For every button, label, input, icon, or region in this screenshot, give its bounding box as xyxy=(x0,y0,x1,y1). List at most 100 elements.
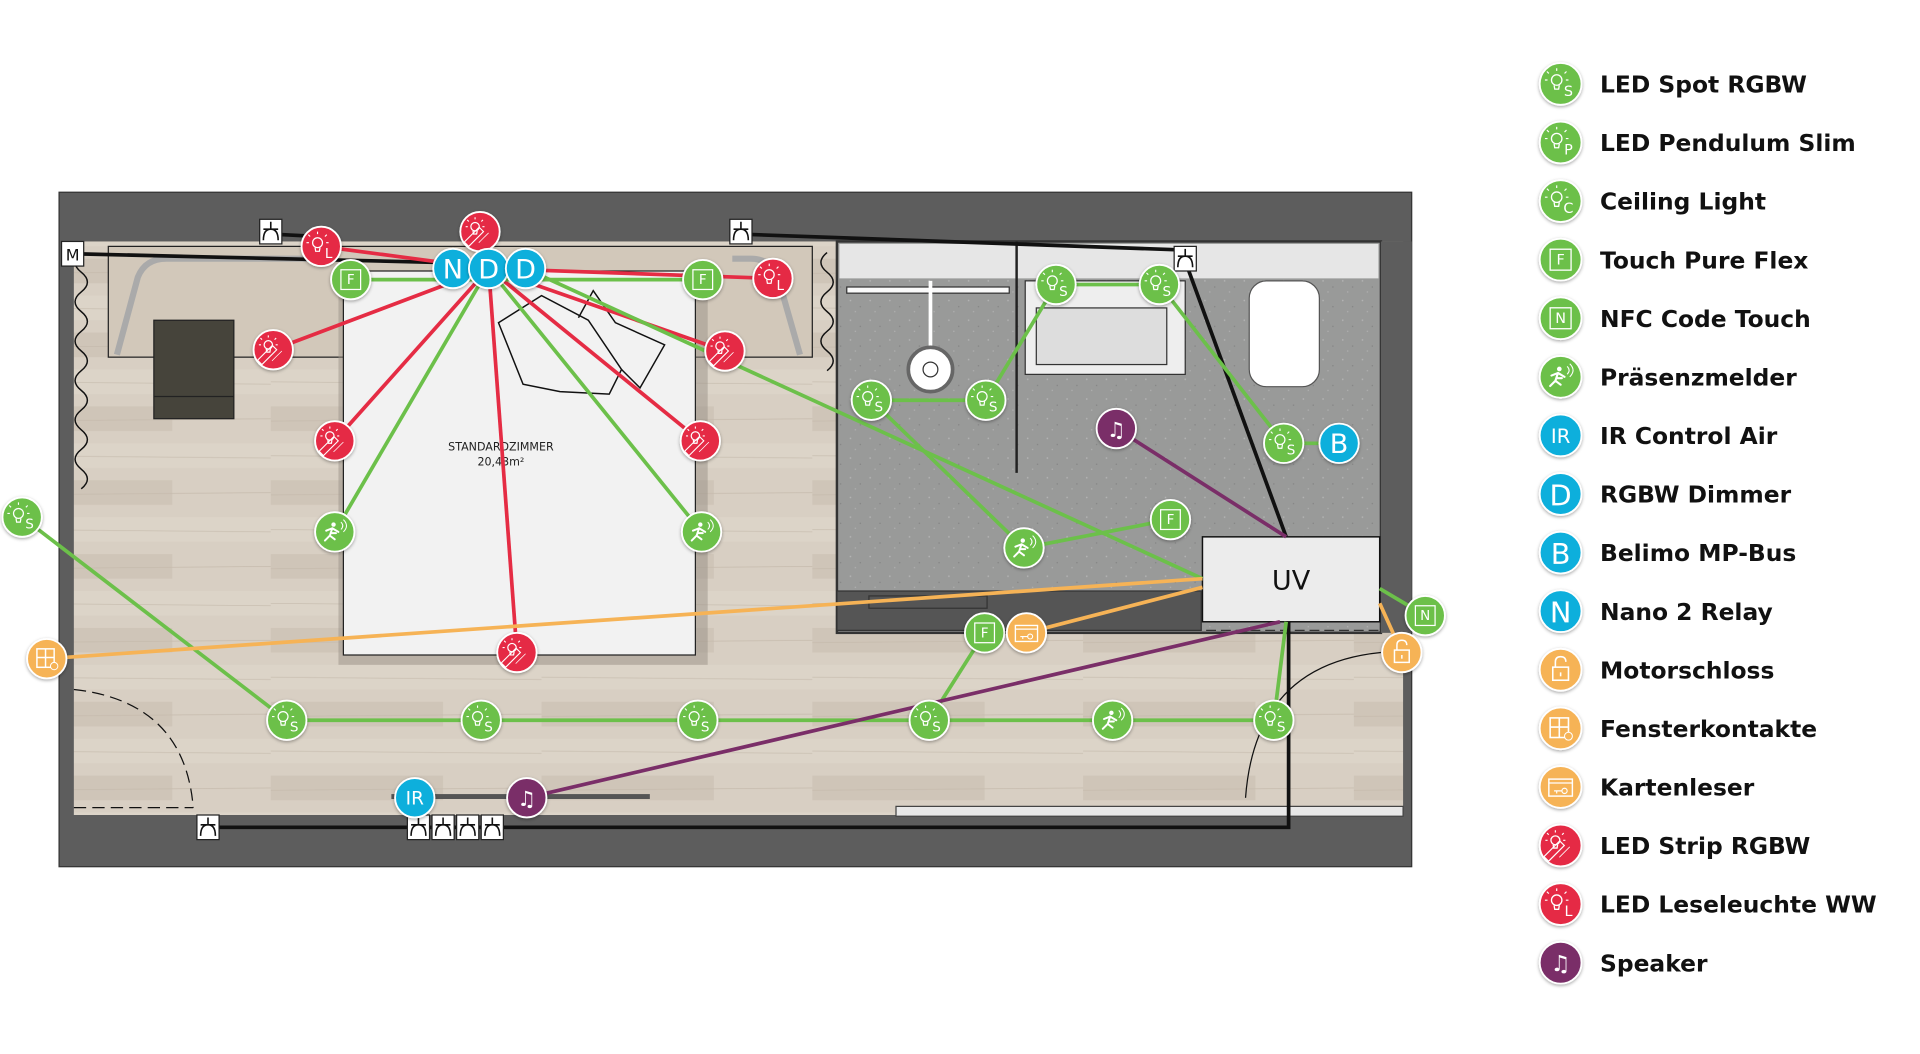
device-strip[interactable] xyxy=(496,631,538,674)
bulb-icon: S xyxy=(272,705,298,736)
distribution-box xyxy=(1201,536,1381,623)
device-marker-label: N xyxy=(443,254,463,285)
card-reader-icon xyxy=(1014,624,1039,643)
legend-item-lock: Motorschloss xyxy=(1538,647,1774,692)
device-marker-label: N xyxy=(1550,595,1572,629)
legend-label: IR Control Air xyxy=(1600,422,1778,450)
wire-green xyxy=(1157,283,1286,445)
device-strip[interactable] xyxy=(679,420,721,462)
legend-item-window: Fensterkontakte xyxy=(1538,706,1817,751)
presence-sensor-icon xyxy=(323,519,347,542)
device-spot[interactable]: S xyxy=(1138,263,1180,306)
device-strip[interactable] xyxy=(252,329,294,371)
device-marker-label: L xyxy=(777,278,785,294)
legend-marker-lese: L xyxy=(1538,882,1583,926)
device-marker-label: S xyxy=(701,720,710,736)
device-marker-label: F xyxy=(1167,512,1175,528)
bulb-icon: S xyxy=(7,502,34,533)
device-marker-label: F xyxy=(699,272,707,288)
bulb-icon: S xyxy=(1144,269,1171,300)
ceiling-lamp-icon xyxy=(196,814,220,841)
device-marker-label: IR xyxy=(406,789,424,810)
device-marker-label: ♫ xyxy=(1551,951,1571,977)
bulb-icon: S xyxy=(466,705,493,736)
ceiling-lamp-icon xyxy=(480,814,504,841)
legend-label: LED Pendulum Slim xyxy=(1600,129,1856,157)
device-spot[interactable]: S xyxy=(1,496,43,538)
touch-panel-icon: F xyxy=(1160,509,1181,531)
text-icon: D xyxy=(478,254,499,285)
device-flex[interactable]: F xyxy=(1149,499,1192,541)
device-spot[interactable]: S xyxy=(1035,263,1077,306)
device-marker-label: L xyxy=(1564,904,1572,920)
device-lock[interactable] xyxy=(1381,631,1423,674)
bulb-icon: S xyxy=(1268,428,1296,459)
bed xyxy=(342,270,696,656)
device-speaker[interactable]: ♫ xyxy=(506,777,548,819)
legend-item-lese: L LED Leseleuchte WW xyxy=(1538,882,1877,926)
device-nfc[interactable]: N xyxy=(1404,595,1446,637)
device-flex[interactable]: F xyxy=(682,259,724,301)
device-marker-label: S xyxy=(1162,284,1171,300)
device-presence[interactable] xyxy=(680,511,723,553)
lock-icon xyxy=(1551,655,1570,682)
led-strip-icon xyxy=(500,638,526,669)
device-dimmer[interactable]: D xyxy=(468,247,510,290)
device-lese[interactable]: L xyxy=(752,257,794,300)
legend-label: Fensterkontakte xyxy=(1600,715,1817,743)
legend-label: Präsenzmelder xyxy=(1600,363,1797,391)
device-spot[interactable]: S xyxy=(266,699,308,741)
device-relay[interactable]: N xyxy=(432,247,474,290)
device-dimmer[interactable]: D xyxy=(504,247,547,290)
window-icon xyxy=(36,648,59,671)
wire-green xyxy=(487,267,703,534)
wire-orange xyxy=(46,576,1203,661)
led-strip-icon xyxy=(683,426,710,457)
device-spot[interactable]: S xyxy=(965,379,1007,421)
device-marker-label: D xyxy=(1550,478,1572,512)
device-marker-label: S xyxy=(874,400,883,416)
device-spot[interactable]: S xyxy=(460,699,502,741)
device-strip[interactable] xyxy=(704,330,746,372)
device-presence[interactable] xyxy=(314,511,356,553)
wire-bus xyxy=(208,621,1291,830)
device-speaker[interactable]: ♫ xyxy=(1095,407,1137,450)
wire-red xyxy=(333,267,490,443)
device-strip[interactable] xyxy=(459,211,501,253)
legend-marker-speaker: ♫ xyxy=(1538,940,1583,985)
device-presence[interactable] xyxy=(1003,527,1045,569)
device-spot[interactable]: S xyxy=(677,699,719,741)
device-spot[interactable]: S xyxy=(908,699,950,741)
device-card[interactable] xyxy=(1005,612,1048,654)
device-marker-label: S xyxy=(1287,443,1296,459)
text-icon: B xyxy=(1551,537,1571,571)
device-belimo[interactable]: B xyxy=(1318,422,1360,464)
device-presence[interactable] xyxy=(1092,699,1134,741)
wire-green xyxy=(21,515,288,722)
ceiling-lamp-icon xyxy=(259,218,283,245)
touch-panel-icon: F xyxy=(974,622,996,644)
legend-marker-presence xyxy=(1538,355,1583,399)
legend-marker-nfc: N xyxy=(1538,296,1583,341)
device-ir[interactable]: IR xyxy=(394,777,436,819)
touch-panel-icon: N xyxy=(1414,605,1436,627)
led-strip-icon xyxy=(256,335,283,366)
device-window[interactable] xyxy=(26,638,68,680)
legend-label: LED Leseleuchte WW xyxy=(1600,891,1877,919)
text-icon: N xyxy=(443,254,463,285)
device-spot[interactable]: S xyxy=(1263,422,1305,464)
motor-label: M xyxy=(66,246,80,265)
device-spot[interactable]: S xyxy=(850,379,893,421)
device-flex[interactable]: F xyxy=(964,612,1006,654)
legend-label: Ceiling Light xyxy=(1600,188,1766,216)
device-flex[interactable]: F xyxy=(330,259,372,301)
device-lese[interactable]: L xyxy=(300,225,342,267)
lock-icon xyxy=(1393,639,1410,664)
legend-item-card: Kartenleser xyxy=(1538,765,1755,809)
device-strip[interactable] xyxy=(314,420,356,462)
device-marker-label: S xyxy=(25,517,34,533)
device-spot[interactable]: S xyxy=(1253,699,1295,741)
toilet xyxy=(1248,280,1320,388)
legend-marker-window xyxy=(1538,706,1583,751)
